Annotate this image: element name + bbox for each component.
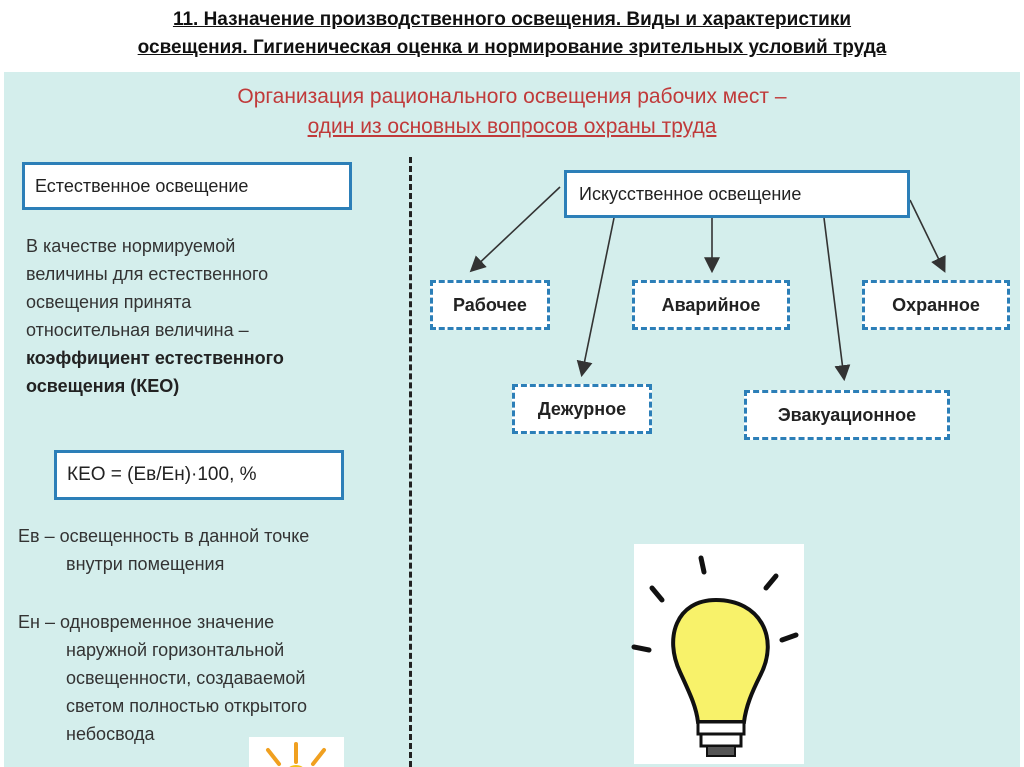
natural-lighting-label: Естественное освещение — [35, 175, 249, 196]
legend-en: Ен – одновременное значение наружной гор… — [18, 608, 408, 748]
para-bold-line: коэффициент естественного — [26, 348, 284, 368]
heading-line-1: Организация рационального освещения рабо… — [237, 85, 787, 108]
arrow-to-evacuation — [823, 217, 851, 382]
legend-text: наружной горизонтальной — [66, 640, 285, 660]
arrow-to-duty — [576, 217, 615, 378]
type-working-box: Рабочее — [430, 280, 550, 330]
legend-term: Ен — [18, 612, 40, 632]
lightbulb-icon — [631, 544, 804, 764]
natural-description: В качестве нормируемой величины для есте… — [26, 232, 396, 400]
arrow-to-working — [469, 186, 561, 273]
connector-arrows — [249, 186, 946, 767]
type-security-box: Охранное — [862, 280, 1010, 330]
title-line-1: 11. Назначение производственного освещен… — [172, 9, 852, 30]
slide-body: Организация рационального освещения рабо… — [4, 72, 1020, 767]
legend-dash: – — [44, 526, 55, 546]
legend-text: небосвода — [66, 724, 155, 744]
para-line: освещения принята — [26, 292, 192, 312]
type-emergency-label: Аварийное — [661, 294, 761, 315]
column-divider — [409, 157, 412, 767]
para-line: величины для естественного — [26, 264, 269, 284]
legend-text: светом полностью открытого — [66, 696, 308, 716]
type-security-label: Охранное — [892, 294, 980, 315]
para-line: относительная величина – — [26, 320, 249, 340]
type-working-label: Рабочее — [453, 294, 527, 315]
type-duty-label: Дежурное — [537, 398, 627, 419]
arrow-to-security — [909, 199, 946, 273]
legend-text: освещенности, создаваемой — [66, 668, 306, 688]
legend-term: Ев — [18, 526, 40, 546]
slide-title: 11. Назначение производственного освещен… — [0, 0, 1024, 72]
heading-line-2: один из основных вопросов охраны труда — [307, 115, 717, 138]
para-line: В качестве нормируемой — [26, 236, 236, 256]
sun-icon — [249, 737, 344, 767]
type-evacuation-label: Эвакуационное — [777, 404, 917, 425]
legend-text: освещенность в данной точке — [59, 526, 310, 546]
artificial-lighting-box: Искусственное освещение — [564, 170, 910, 218]
legend-text: одновременное значение — [60, 612, 275, 632]
para-bold-line: освещения (КЕО) — [26, 376, 180, 396]
legend-dash: – — [44, 612, 55, 632]
keo-formula-box: КЕО = (Ев/Ен)·100, % — [54, 450, 344, 500]
type-duty-box: Дежурное — [512, 384, 652, 434]
title-line-2: освещения. Гигиеническая оценка и нормир… — [137, 37, 887, 58]
natural-lighting-box: Естественное освещение — [22, 162, 352, 210]
legend-text: внутри помещения — [66, 554, 225, 574]
type-emergency-box: Аварийное — [632, 280, 790, 330]
artificial-lighting-label: Искусственное освещение — [579, 183, 802, 204]
legend-ev: Ев – освещенность в данной точке внутри … — [18, 522, 408, 578]
keo-formula: КЕО = (Ев/Ен)·100, % — [67, 464, 257, 485]
type-evacuation-box: Эвакуационное — [744, 390, 950, 440]
